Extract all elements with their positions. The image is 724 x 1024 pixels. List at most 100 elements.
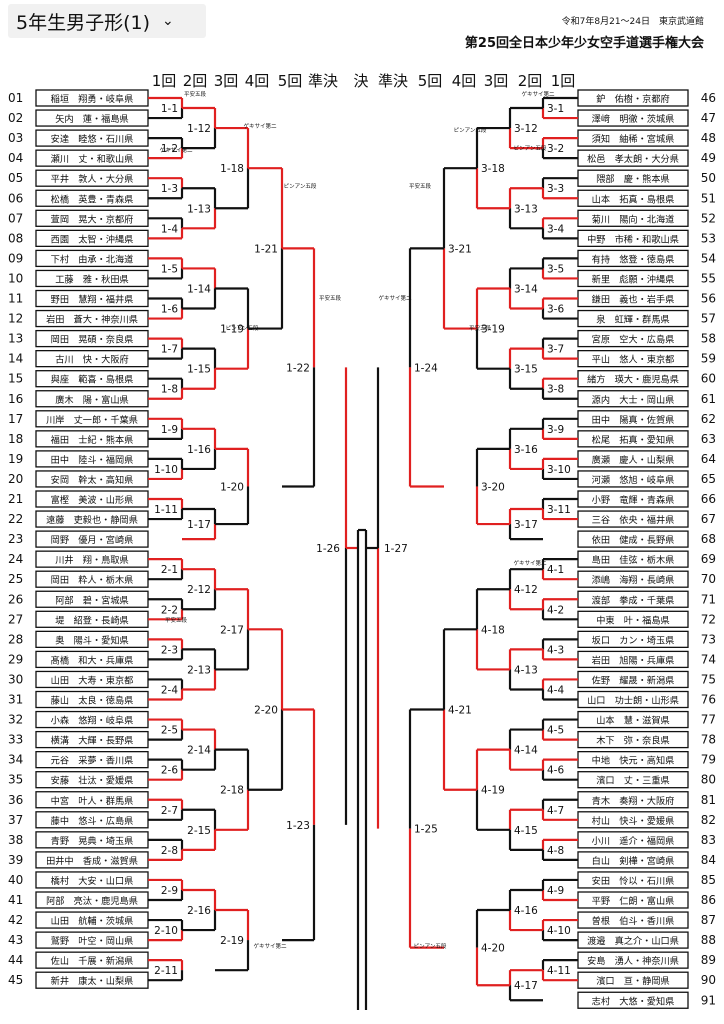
player-name: 中宮 叶人・群馬県 [51,795,134,807]
bout-label: 3-11 [547,504,571,516]
player-name: 渡部 拳成・千葉県 [592,594,675,606]
player-number: 72 [701,612,716,626]
kata-note: 平安五段 [319,294,342,302]
player-name: 鈩 佑樹・京都府 [596,93,670,105]
player-number: 77 [701,713,716,727]
player-name: 平井 敦人・大分県 [51,173,134,185]
bout-label: 4-3 [547,644,564,656]
player-name: 堤 紹登・長崎県 [55,614,129,626]
bout-label: 1-2 [161,143,178,155]
player-number: 09 [8,251,23,265]
player-box [577,530,689,548]
bout-label: 3-14 [514,283,538,295]
player-name: 源内 大士・岡山県 [592,394,675,406]
player-name: 奥 陽斗・愛知県 [55,634,129,646]
player-number: 76 [701,693,716,707]
round-header-left: 2回 [183,72,208,90]
player-name: 橋村 大安・山口県 [51,875,134,887]
player-number: 37 [8,813,23,827]
bout-label: 2-17 [220,624,244,636]
player-name: 阿部 碧・宮城県 [55,594,129,606]
player-name: 松橋 英豊・青森県 [51,193,134,205]
player-number: 86 [701,893,716,907]
player-number: 07 [8,211,23,225]
bout-label: 2-5 [161,725,178,737]
bout-label: 2-16 [187,905,211,917]
bout-label: 1-26 [316,543,340,555]
player-name: 萱岡 晃大・京都府 [51,213,134,225]
player-number: 78 [701,733,716,747]
round-header-right: 4回 [452,72,477,90]
bout-label: 1-11 [154,504,178,516]
event-date: 令和7年8月21～24日 東京武道館 [561,17,704,27]
bout-label: 2-12 [187,584,211,596]
player-name: 稲垣 翔勇・岐阜県 [51,93,134,105]
bout-label: 1-25 [414,824,438,836]
player-number: 62 [701,412,716,426]
player-name: 青野 晃典・埼玉県 [51,835,134,847]
bout-label: 2-8 [161,845,178,857]
bout-label: 4-15 [514,825,538,837]
player-name: 阿部 亮汰・鹿児島県 [46,895,138,907]
player-name: 山田 大寿・東京都 [51,674,134,686]
bout-label: 2-20 [254,705,278,717]
player-number: 18 [8,432,23,446]
player-name: 濱口 丈・三重県 [596,775,670,787]
bout-label: 1-12 [187,123,211,135]
round-header-left: 準決 [308,72,338,90]
player-number: 40 [8,873,23,887]
player-number: 48 [701,131,716,145]
player-number: 82 [701,813,716,827]
player-number: 33 [8,733,23,747]
round-header-right: 1回 [551,72,576,90]
round-header-right: 2回 [518,72,543,90]
player-number: 67 [701,512,716,526]
player-name: 藤山 太良・徳島県 [51,695,134,707]
bout-label: 4-12 [514,584,538,596]
bout-label: 3-12 [514,123,538,135]
player-name: 工藤 雅・秋田県 [55,273,129,285]
bout-label: 3-7 [547,344,564,356]
round-header-final: 決 [353,72,368,90]
player-name: 田井中 香成・滋賀県 [46,855,138,867]
player-number: 34 [8,753,23,767]
player-number: 63 [701,432,716,446]
player-name: 中東 叶・福島県 [596,614,670,626]
player-number: 50 [701,171,716,185]
bout-label: 1-8 [161,384,178,396]
player-number: 58 [701,332,716,346]
bout-label: 3-9 [547,424,564,436]
player-name: 野田 慧翔・福井県 [51,294,134,306]
player-name: 山口 功士朗・山形県 [587,695,679,707]
bout-label: 4-4 [547,684,564,696]
bout-label: 1-10 [154,464,178,476]
player-number: 64 [701,452,716,466]
bout-label: 4-20 [481,943,505,955]
bout-label: 2-11 [154,965,178,977]
kata-note: ピンアン五段 [414,942,447,950]
player-number: 91 [701,993,716,1007]
player-name: 山本 拓真・島根県 [592,193,675,205]
bout-label: 1-4 [161,223,178,235]
player-number: 60 [701,372,716,386]
player-name: 岡田 晃碩・奈良県 [51,334,134,346]
bout-label: 1-20 [220,481,244,493]
player-number: 23 [8,532,23,546]
player-name: 廣瀬 慶人・山梨県 [592,454,675,466]
player-name: 安藤 壮汰・愛媛県 [51,775,134,787]
player-name: 下村 由承・北海道 [51,253,134,265]
player-name: 佐野 耀晟・新潟県 [592,674,675,686]
bout-label: 3-4 [547,223,564,235]
event-name: 第25回全日本少年少女空手道選手権大会 [464,36,704,51]
player-number: 51 [701,191,716,205]
bout-label: 2-18 [220,785,244,797]
bout-label: 2-4 [161,684,178,696]
player-name: 山本 慧・滋賀県 [596,715,670,727]
player-name: 廣木 陽・富山県 [55,394,129,406]
player-number: 90 [701,973,716,987]
player-number: 53 [701,231,716,245]
player-number: 11 [8,292,23,306]
player-name: 中野 市稀・和歌山県 [587,233,679,245]
category-dropdown[interactable]: 5年生男子形(1) ⌄ [8,4,206,38]
player-number: 45 [8,973,23,987]
